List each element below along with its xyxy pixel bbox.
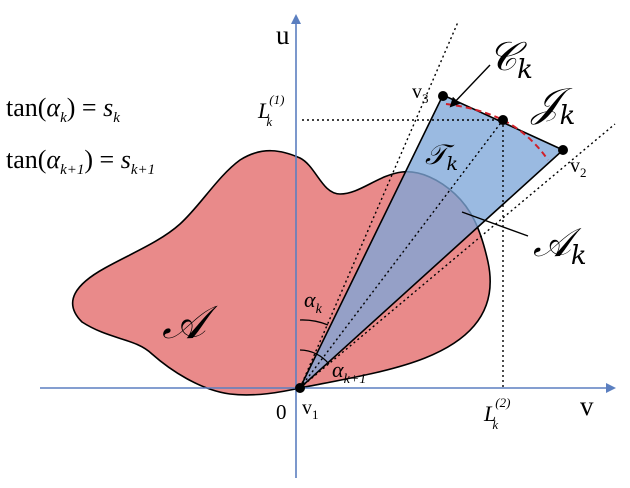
ray-alpha-k — [299, 21, 459, 389]
vertex-v3-dot — [438, 91, 448, 101]
equation-2: tan(αk+1) = sk+1 — [6, 145, 155, 178]
curve-c-label: 𝒞k — [488, 34, 533, 85]
triangle-j-label: 𝒥k — [530, 80, 575, 131]
u-axis-label: u — [276, 20, 290, 50]
equation-1: tan(αk) = sk — [6, 93, 120, 126]
pointer-c — [449, 64, 491, 108]
alpha-k1-label: αk+1 — [332, 357, 366, 387]
angle-arc-alpha-k1 — [299, 349, 330, 365]
l2-label: L(2)k — [483, 395, 510, 432]
ray-diagonal — [299, 119, 504, 389]
vertex-v3-label: v3 — [412, 81, 429, 106]
l1-label: L(1)k — [257, 92, 284, 129]
vertex-v1-dot — [295, 383, 305, 393]
v-axis-label: v — [580, 391, 594, 421]
angle-arc-alpha-k — [299, 319, 329, 326]
vertex-v2-dot — [558, 145, 568, 155]
alpha-k-label: αk — [304, 287, 323, 317]
region-ak-label: 𝒜k — [533, 220, 587, 271]
origin-label: 0 — [276, 400, 287, 424]
ray-alpha-k1 — [299, 123, 616, 389]
vertex-mid-dot — [498, 115, 508, 125]
pointer-ak — [461, 211, 529, 237]
curve-c-shape — [445, 103, 549, 161]
vertex-v1-label: v1 — [302, 397, 319, 422]
vertex-v2-label: v2 — [570, 155, 587, 180]
